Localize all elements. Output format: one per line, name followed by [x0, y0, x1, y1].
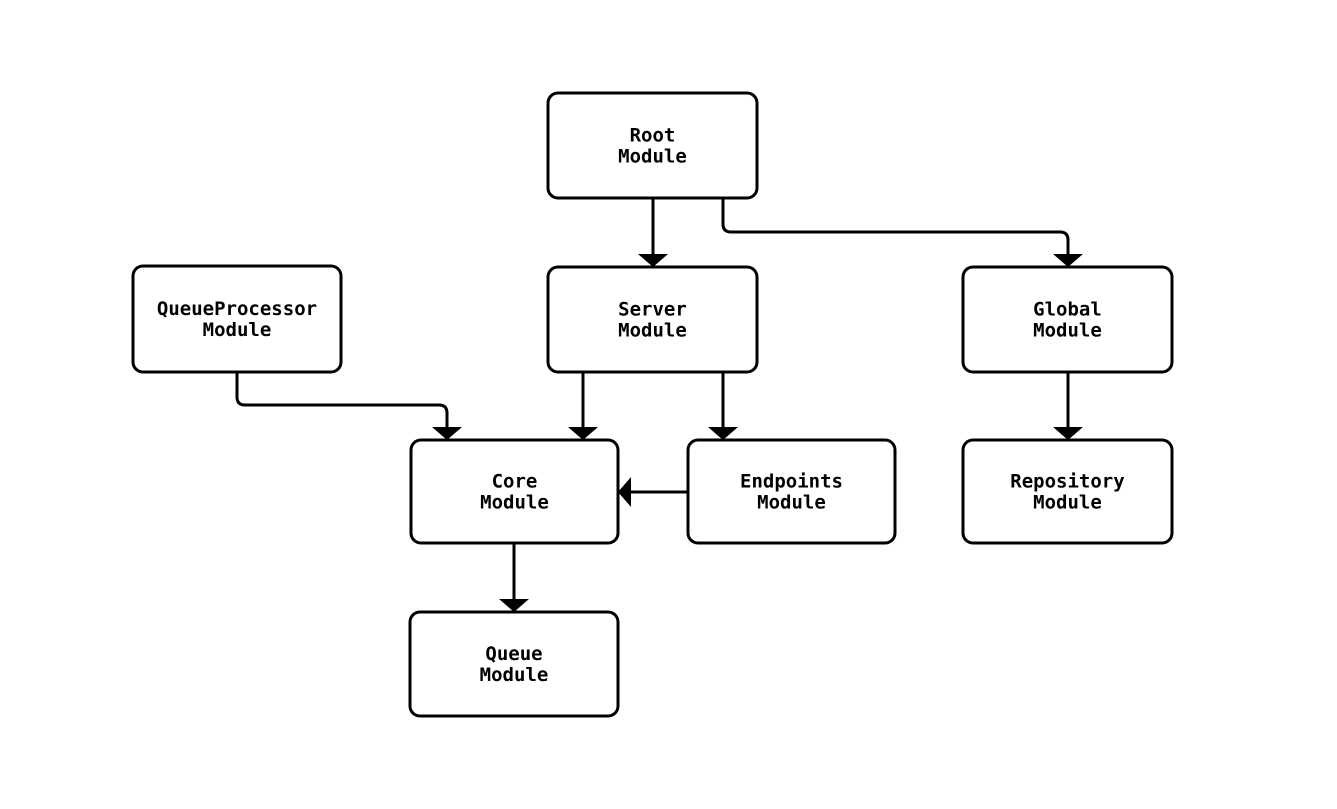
- arrowhead-icon: [618, 477, 631, 507]
- module-box: [409, 438, 620, 545]
- edge-root-module-to-global-module: [721, 198, 1070, 254]
- module-box: [131, 264, 343, 374]
- arrowhead-icon: [568, 427, 598, 440]
- module-box: [686, 438, 897, 545]
- arrowhead-icon: [1053, 254, 1083, 267]
- module-box: [546, 91, 759, 200]
- module-box: [546, 265, 759, 374]
- module-box: [408, 610, 620, 718]
- arrowhead-icon: [432, 427, 462, 440]
- arrowhead-icon: [708, 427, 738, 440]
- module-box: [961, 265, 1174, 374]
- arrowhead-icon: [1053, 427, 1083, 440]
- arrowhead-icon: [499, 599, 529, 612]
- edges-layer: [235, 198, 1083, 612]
- module-box: [961, 438, 1174, 545]
- arrowhead-icon: [638, 254, 668, 267]
- edge-queueprocessor-module-to-core-module: [235, 372, 449, 427]
